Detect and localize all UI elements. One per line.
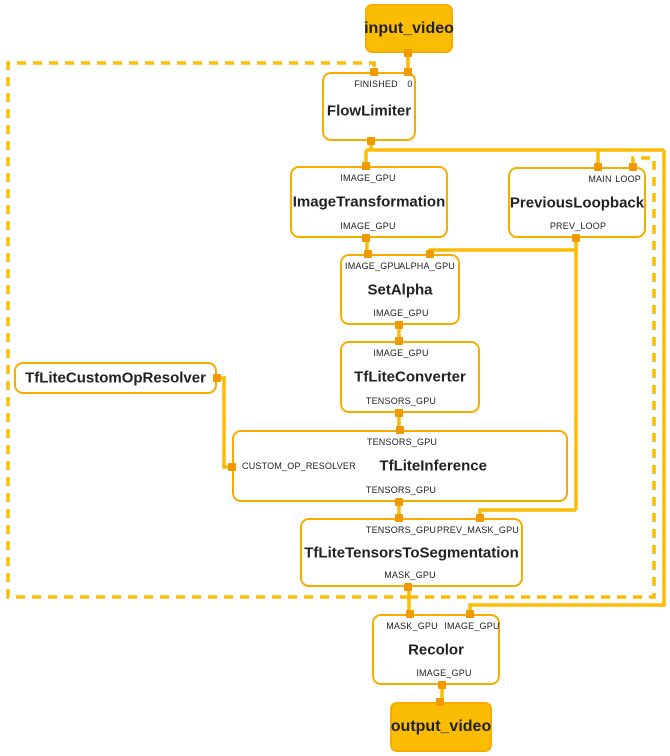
port-label-mask-gpu-out: MASK_GPU <box>384 570 436 580</box>
node-recolor-title: Recolor <box>408 641 464 658</box>
node-recolor[interactable]: MASK_GPU IMAGE_GPU Recolor IMAGE_GPU <box>372 614 500 685</box>
node-setalpha-title: SetAlpha <box>367 281 433 298</box>
port-label-image-gpu-in: IMAGE_GPU <box>373 348 429 358</box>
port-label-custom-op-resolver: CUSTOM_OP_RESOLVER <box>242 461 356 471</box>
port-label-main: MAIN <box>588 174 612 184</box>
port-label-image-gpu: IMAGE_GPU <box>345 261 401 271</box>
node-output-video-title: output_video <box>390 718 492 735</box>
node-tflitecustomopresolver[interactable]: TfLiteCustomOpResolver <box>14 362 217 394</box>
edge-throttled-stream <box>364 141 666 614</box>
node-previousloopback[interactable]: MAIN LOOP PreviousLoopback PREV_LOOP <box>508 167 646 238</box>
port-label-loop: LOOP <box>615 174 641 184</box>
port-label-zero: 0 <box>407 79 413 89</box>
port-label-image-gpu-out: IMAGE_GPU <box>373 308 429 318</box>
port-label-tensors-gpu: TENSORS_GPU <box>365 525 437 535</box>
port-label-image-gpu-out: IMAGE_GPU <box>340 221 396 231</box>
port-label-tensors-gpu-out: TENSORS_GPU <box>365 485 437 495</box>
port-label-mask-gpu: MASK_GPU <box>386 621 438 631</box>
port-label-prev-mask-gpu: PREV_MASK_GPU <box>436 525 519 535</box>
port-label-tensors-gpu-out: TENSORS_GPU <box>365 396 437 406</box>
node-flowlimiter-title: FlowLimiter <box>326 102 412 120</box>
node-tfliteinference-title: TfLiteInference <box>379 457 487 475</box>
node-input-video[interactable]: input_video <box>364 4 454 53</box>
node-imagetransformation-title: ImageTransformation <box>292 193 446 211</box>
edge-resolver-to-inference <box>217 376 232 469</box>
port-label-alpha-gpu: ALPHA_GPU <box>399 261 455 271</box>
port-label-finished: FINISHED <box>354 79 398 89</box>
node-output-video[interactable]: output_video <box>390 702 492 752</box>
edge-backedge-mask-to-loopback <box>409 156 656 599</box>
port-label-image-gpu: IMAGE_GPU <box>444 621 500 631</box>
port-label-prev-loop: PREV_LOOP <box>549 221 607 231</box>
node-tflitetensorstosegmentation[interactable]: TENSORS_GPU PREV_MASK_GPU TfLiteTensorsT… <box>300 518 523 587</box>
port-label-image-gpu-in: IMAGE_GPU <box>340 173 396 183</box>
node-tflitecustomopresolver-title: TfLiteCustomOpResolver <box>25 369 206 387</box>
port-label-tensors-gpu-in: TENSORS_GPU <box>366 437 438 447</box>
node-setalpha[interactable]: IMAGE_GPU ALPHA_GPU SetAlpha IMAGE_GPU <box>340 254 460 325</box>
node-tflitetensorstosegmentation-title: TfLiteTensorsToSegmentation <box>304 544 519 561</box>
edge-backedge-mask-to-flowlimiter <box>6 61 409 599</box>
node-tfliteconverter[interactable]: IMAGE_GPU TfLiteConverter TENSORS_GPU <box>340 341 480 413</box>
node-input-video-title: input_video <box>364 19 454 37</box>
node-imagetransformation[interactable]: IMAGE_GPU ImageTransformation IMAGE_GPU <box>290 166 448 238</box>
node-previousloopback-title: PreviousLoopback <box>509 194 645 211</box>
node-flowlimiter[interactable]: FINISHED 0 FlowLimiter <box>322 72 416 141</box>
node-tfliteconverter-title: TfLiteConverter <box>354 368 466 386</box>
port-label-image-gpu-out: IMAGE_GPU <box>416 668 472 678</box>
node-tfliteinference[interactable]: TENSORS_GPU CUSTOM_OP_RESOLVER TfLiteInf… <box>232 430 568 502</box>
